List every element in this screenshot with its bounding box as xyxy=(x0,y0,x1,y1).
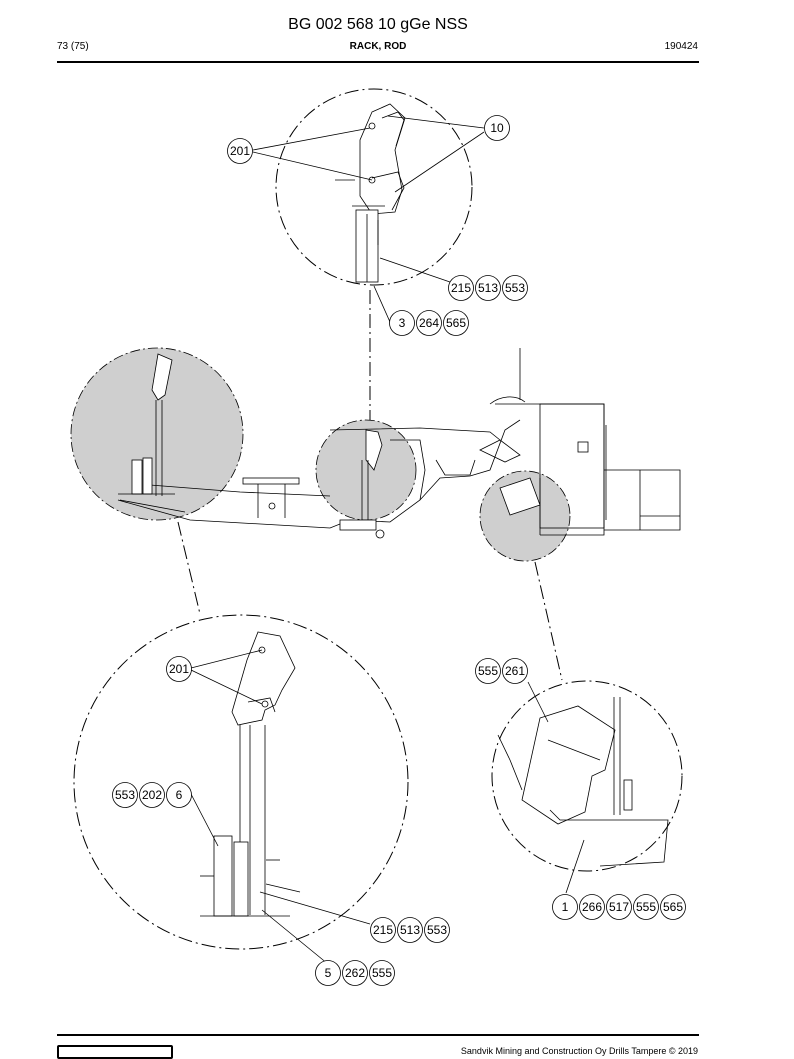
callout-label: 215 xyxy=(373,923,393,937)
callout-label: 555 xyxy=(636,900,656,914)
callout-label: 6 xyxy=(176,788,183,802)
callout-label: 513 xyxy=(400,923,420,937)
callout-label: 215 xyxy=(451,281,471,295)
detail-link-left xyxy=(177,521,201,615)
callout-label: 565 xyxy=(446,316,466,330)
callout-label: 5 xyxy=(325,966,332,980)
company-logo xyxy=(57,1045,173,1059)
detail-circle-top xyxy=(275,88,473,286)
callout-label: 553 xyxy=(115,788,135,802)
callout-label: 555 xyxy=(478,664,498,678)
callout-label: 10 xyxy=(490,121,504,135)
section-title: RACK, ROD xyxy=(349,41,407,52)
callout-label: 517 xyxy=(609,900,629,914)
callout-label: 1 xyxy=(562,900,569,914)
callout-label: 202 xyxy=(142,788,162,802)
rack-detail-top xyxy=(335,103,406,283)
page-number: 73 (75) xyxy=(57,41,89,52)
header-rule xyxy=(57,61,699,63)
rack-detail-bottom-left xyxy=(200,631,301,917)
shaded-detail-left xyxy=(70,347,244,521)
callouts-bottom-left xyxy=(112,656,450,986)
detail-link-right xyxy=(534,561,563,681)
detail-circle-bottom-left xyxy=(73,614,409,950)
callout-label: 3 xyxy=(399,316,406,330)
callout-label: 555 xyxy=(372,966,392,980)
callout-label: 565 xyxy=(663,900,683,914)
document-date: 190424 xyxy=(664,41,698,52)
callout-label: 553 xyxy=(427,923,447,937)
callout-label: 264 xyxy=(419,316,439,330)
callout-label: 201 xyxy=(169,662,189,676)
footer-copyright: Sandvik Mining and Construction Oy Drill… xyxy=(460,1046,698,1056)
callout-label: 513 xyxy=(478,281,498,295)
machine-overview xyxy=(70,347,681,562)
callout-label: 261 xyxy=(505,664,525,678)
callout-label: 553 xyxy=(505,281,525,295)
callout-label: 266 xyxy=(582,900,602,914)
footer-rule xyxy=(57,1034,699,1036)
holder-detail-bottom-right xyxy=(497,697,669,867)
callout-label: 201 xyxy=(230,144,250,158)
callouts-top xyxy=(227,115,528,336)
detail-circle-bottom-right xyxy=(491,680,683,872)
callouts-bottom-right xyxy=(475,658,686,920)
callout-label: 262 xyxy=(345,966,365,980)
document-title: BG 002 568 10 gGe NSS xyxy=(288,16,468,33)
